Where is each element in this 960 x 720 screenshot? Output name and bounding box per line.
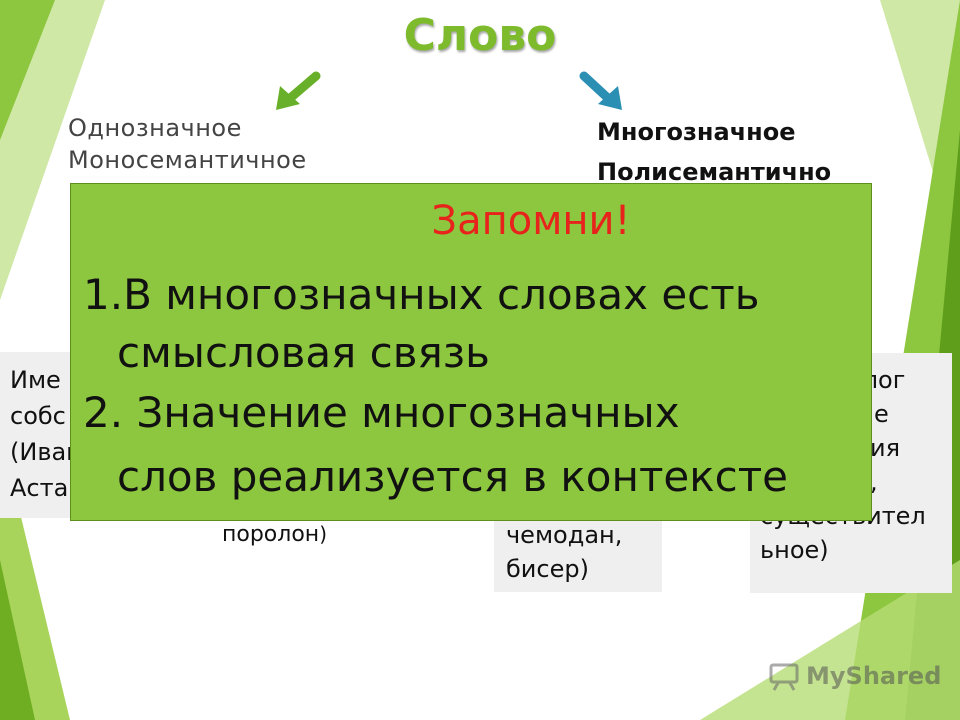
example-box-right-center: чемодан, бисер): [494, 516, 662, 592]
box-left-line4: Аста: [10, 474, 69, 502]
remember-callout: Запомни! 1.В многозначных словах есть см…: [70, 183, 872, 521]
right-heading-line2: Полисемантично: [597, 158, 832, 186]
point2-line2: слов реализуется в контексте: [117, 452, 789, 501]
presentation-icon: [769, 663, 799, 691]
left-heading-line1: Однозначное: [68, 114, 242, 142]
polysemantic-heading: Многозначное Полисемантично: [597, 112, 831, 192]
point2-line1: 2. Значение многозначных: [83, 388, 680, 437]
box-right-center-line1: чемодан,: [506, 521, 623, 549]
box-left-line3: (Иван: [10, 438, 82, 466]
top-left-triangle-dark: [0, 0, 55, 140]
box-center-paren: ): [319, 522, 327, 546]
box-left-line2: собс: [10, 402, 66, 430]
callout-title: Запомни!: [431, 198, 631, 244]
box-left-line1: Име: [10, 366, 61, 394]
example-box-left: Име собс (Иван Аста: [0, 352, 82, 518]
point1-line2: смысловая связь: [117, 328, 490, 377]
box-right-line6: ьное): [760, 536, 829, 564]
point1-line1: 1.В многозначных словах есть: [83, 270, 760, 319]
example-box-center: поролон): [222, 520, 327, 549]
box-right-line2: е: [874, 400, 889, 428]
monosemantic-heading: Однозначное Моносемантичное: [68, 112, 307, 176]
left-heading-line2: Моносемантичное: [68, 146, 307, 174]
box-right-line3: ия: [870, 434, 901, 462]
left-arrow-icon: [276, 71, 321, 110]
box-right-center-line2: бисер): [506, 555, 589, 583]
watermark-text: MyShared: [806, 662, 942, 690]
box-center-word: поролон: [222, 522, 320, 547]
top-left-triangle: [0, 0, 105, 300]
bottom-left-triangle-dark: [0, 560, 35, 720]
right-arrow-icon: [579, 71, 622, 110]
right-heading-line1: Многозначное: [597, 118, 796, 146]
box-right-line4: ,: [870, 468, 878, 496]
bottom-right-triangle: [700, 560, 960, 720]
slide-title: Слово: [403, 10, 557, 61]
watermark: MyShared: [768, 658, 941, 694]
